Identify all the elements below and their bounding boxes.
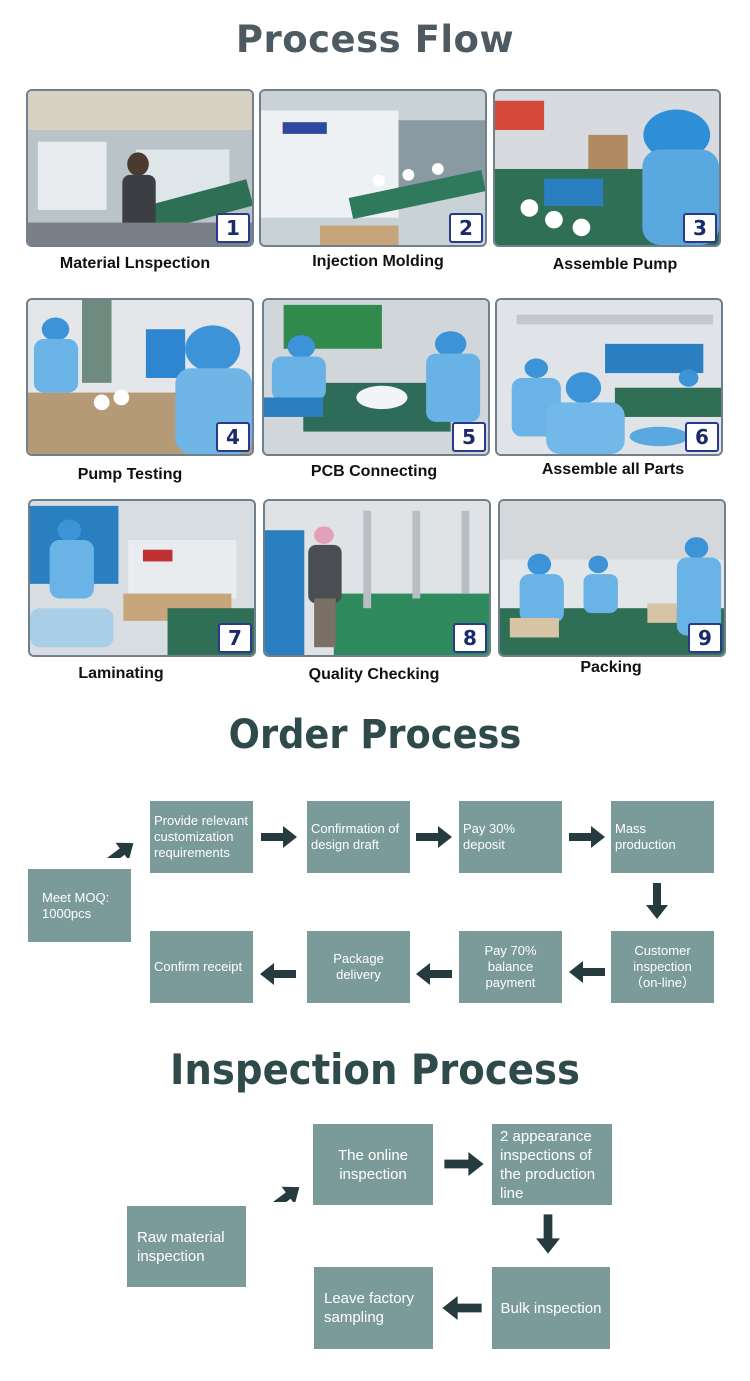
step-9-photo: 9 [498, 499, 726, 657]
inspection-sampling-box: Leave factory sampling [314, 1267, 433, 1349]
step-5-photo: 5 [262, 298, 490, 456]
step-3-photo: 3 [493, 89, 721, 247]
inspection-arrow-up-right [262, 1170, 302, 1202]
order-delivery-text: Package delivery [333, 951, 384, 982]
order-arrow-down [646, 883, 668, 919]
order-receipt-box: Confirm receipt [150, 931, 253, 1003]
step-7-photo: 7 [28, 499, 256, 657]
order-deposit-box: Pay 30% deposit [459, 801, 562, 873]
order-mass-production-box: Mass production [611, 801, 714, 873]
step-2-caption: Injection Molding [312, 253, 444, 270]
order-customization-text: Provide relevant customization requireme… [154, 813, 248, 860]
step-9-caption: Packing [580, 659, 642, 676]
order-confirmation-text: Confirmation of design draft [311, 821, 400, 852]
inspection-online-box: The online inspection [313, 1124, 433, 1205]
inspection-raw-box: Raw material inspection [127, 1206, 246, 1287]
order-balance-box: Pay 70% balance payment [459, 931, 562, 1003]
inspection-bulk-box: Bulk inspection [492, 1267, 610, 1349]
inspection-appearance-text: 2 appearance inspections of the producti… [500, 1127, 596, 1202]
step-7-caption: Laminating [78, 665, 164, 682]
step-3-caption: Assemble Pump [552, 256, 678, 273]
order-arrow-right-2 [416, 826, 452, 848]
order-delivery-box: Package delivery [307, 931, 410, 1003]
step-1-badge: 1 [216, 213, 250, 243]
order-arrow-right-1 [261, 826, 297, 848]
inspection-arrow-right [444, 1152, 484, 1176]
inspection-bulk-text: Bulk inspection [500, 1299, 602, 1317]
inspection-arrow-down [536, 1214, 560, 1254]
inspection-process-title: Inspection Process [170, 1045, 580, 1094]
inspection-sampling-text: Leave factory sampling [324, 1290, 415, 1326]
inspection-arrow-left [442, 1296, 482, 1320]
order-customer-inspection-box: Customer inspection （on-line） [611, 931, 714, 1003]
order-customer-inspection-text: Customer inspection （on-line） [629, 943, 696, 990]
step-8-caption: Quality Checking [308, 666, 440, 683]
order-arrow-left-2 [416, 963, 452, 985]
step-5-badge: 5 [452, 422, 486, 452]
step-1-caption: Material Lnspection [59, 255, 211, 272]
step-9-badge: 9 [688, 623, 722, 653]
order-deposit-text: Pay 30% deposit [463, 821, 516, 852]
order-confirmation-box: Confirmation of design draft [307, 801, 410, 873]
order-moq-text: Meet MOQ: 1000pcs [42, 889, 110, 921]
order-mass-production-text: Mass production [615, 821, 676, 852]
order-arrow-right-3 [569, 826, 605, 848]
order-customization-box: Provide relevant customization requireme… [150, 801, 253, 873]
inspection-appearance-box: 2 appearance inspections of the producti… [492, 1124, 612, 1205]
order-arrow-left-1 [569, 961, 605, 983]
step-8-badge: 8 [453, 623, 487, 653]
step-4-badge: 4 [216, 422, 250, 452]
step-1-photo: 1 [26, 89, 254, 247]
step-5-caption: PCB Connecting [310, 463, 438, 480]
order-receipt-text: Confirm receipt [154, 959, 243, 974]
order-arrow-up-right [96, 828, 134, 858]
order-moq-box: Meet MOQ: 1000pcs [28, 869, 131, 942]
step-6-photo: 6 [495, 298, 723, 456]
step-6-badge: 6 [685, 422, 719, 452]
order-process-title: Order Process [228, 712, 522, 758]
step-8-photo: 8 [263, 499, 491, 657]
step-2-badge: 2 [449, 213, 483, 243]
process-flow-title: Process Flow [235, 18, 515, 61]
step-6-caption: Assemble all Parts [541, 461, 685, 478]
order-balance-text: Pay 70% balance payment [484, 943, 537, 990]
step-2-photo: 2 [259, 89, 487, 247]
step-4-photo: 4 [26, 298, 254, 456]
inspection-online-text: The online inspection [337, 1146, 409, 1183]
step-4-caption: Pump Testing [77, 466, 183, 483]
inspection-raw-text: Raw material inspection [137, 1228, 225, 1265]
step-7-badge: 7 [218, 623, 252, 653]
order-arrow-left-3 [260, 963, 296, 985]
step-3-badge: 3 [683, 213, 717, 243]
